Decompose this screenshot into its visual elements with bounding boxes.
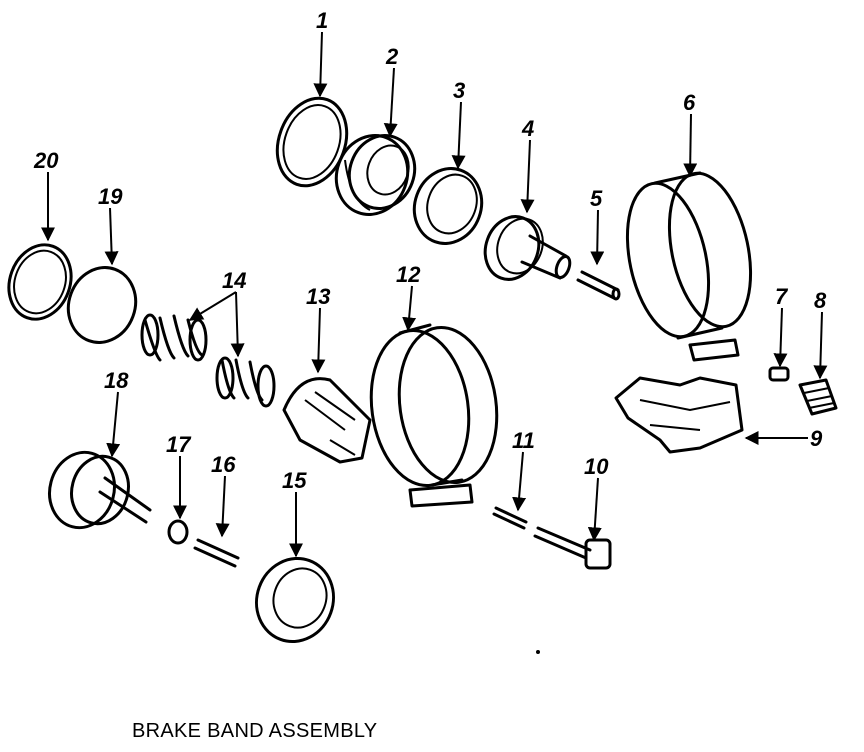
callout-14: 14 <box>222 268 246 293</box>
callout-5: 5 <box>590 186 603 211</box>
part-20-snap-ring <box>7 243 73 321</box>
callout-labels: 1 2 3 4 5 6 7 8 9 10 11 12 13 14 15 16 1… <box>33 8 827 493</box>
part-10-bolt <box>533 526 612 570</box>
callout-10: 10 <box>584 454 609 479</box>
diagram-caption: BRAKE BAND ASSEMBLY <box>132 720 378 742</box>
callout-11: 11 <box>512 428 535 453</box>
part-15-seal <box>255 556 335 644</box>
callout-1: 1 <box>316 8 328 33</box>
part-5-pin <box>576 270 621 301</box>
part-1-snap-ring <box>275 96 349 188</box>
callout-16: 16 <box>211 452 236 477</box>
part-18-piston <box>48 450 152 530</box>
part-8-adjuster <box>798 378 838 416</box>
part-6-brake-band <box>625 171 753 362</box>
callout-7: 7 <box>775 284 789 309</box>
leader-lines <box>41 31 828 558</box>
callout-12: 12 <box>396 262 421 287</box>
callout-18: 18 <box>104 368 129 393</box>
callout-3: 3 <box>453 78 465 103</box>
callout-8: 8 <box>814 288 827 313</box>
part-12-brake-band <box>369 323 499 508</box>
callout-6: 6 <box>683 90 696 115</box>
part-4-servo-piston <box>483 215 572 281</box>
stray-dot <box>536 650 540 654</box>
part-9-servo-body <box>614 376 744 454</box>
callout-9: 9 <box>810 426 823 451</box>
callout-17: 17 <box>166 432 192 457</box>
part-3-ring <box>412 167 484 245</box>
callout-20: 20 <box>33 148 59 173</box>
part-11-pin <box>492 506 528 530</box>
part-16-pin <box>193 538 240 568</box>
part-14-springs <box>140 313 276 408</box>
part-13-servo-cover <box>282 377 372 464</box>
part-17-small-ring <box>167 519 189 545</box>
callout-15: 15 <box>282 468 307 493</box>
part-7-plug <box>768 366 790 382</box>
callout-2: 2 <box>385 44 399 69</box>
callout-4: 4 <box>521 116 534 141</box>
callout-13: 13 <box>306 284 330 309</box>
callout-19: 19 <box>98 184 123 209</box>
part-19-o-ring <box>66 266 138 344</box>
